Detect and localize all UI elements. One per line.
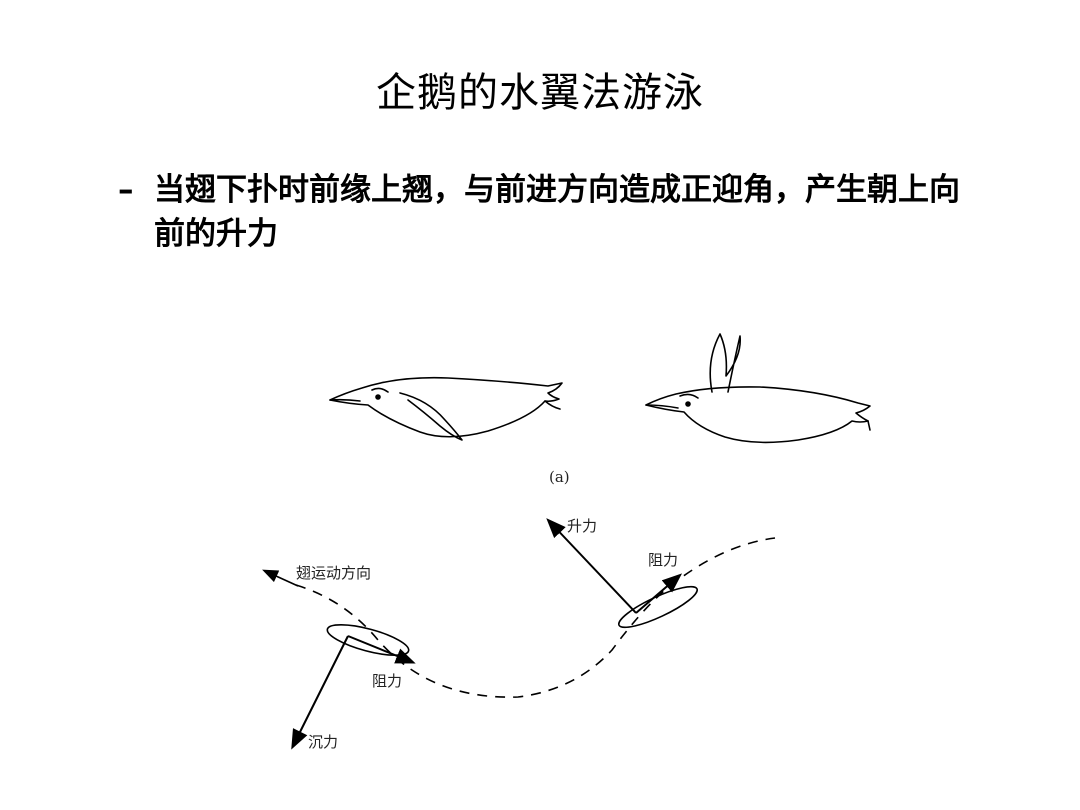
penguin-right-illustration — [645, 333, 871, 444]
wing-motion-arrow — [262, 569, 299, 587]
label-wing-motion-direction: 翅运动方向 — [296, 564, 371, 582]
figure-caption: (a) — [549, 468, 570, 486]
bullet-text: 当翅下扑时前缘上翘，与前进方向造成正迎角，产生朝上向前的升力 — [154, 172, 960, 252]
label-drag-left: 阻力 — [372, 672, 402, 690]
right-wing-section — [618, 585, 698, 629]
label-lift: 升力 — [567, 517, 597, 535]
penguin-left-illustration — [329, 376, 563, 441]
lift-force-arrow — [546, 518, 637, 614]
wing-trajectory-dashed — [295, 537, 776, 698]
bullet-point: – 当翅下扑时前缘上翘，与前进方向造成正迎角，产生朝上向前的升力 — [118, 168, 978, 256]
label-sink: 沉力 — [308, 733, 338, 751]
drag-force-arrow-right — [635, 573, 683, 614]
drag-force-arrow-left — [347, 635, 416, 664]
sink-force-arrow — [291, 635, 349, 750]
bullet-marker: – — [118, 172, 134, 208]
slide-title: 企鹅的水翼法游泳 — [376, 70, 704, 116]
label-drag-right: 阻力 — [648, 551, 678, 569]
